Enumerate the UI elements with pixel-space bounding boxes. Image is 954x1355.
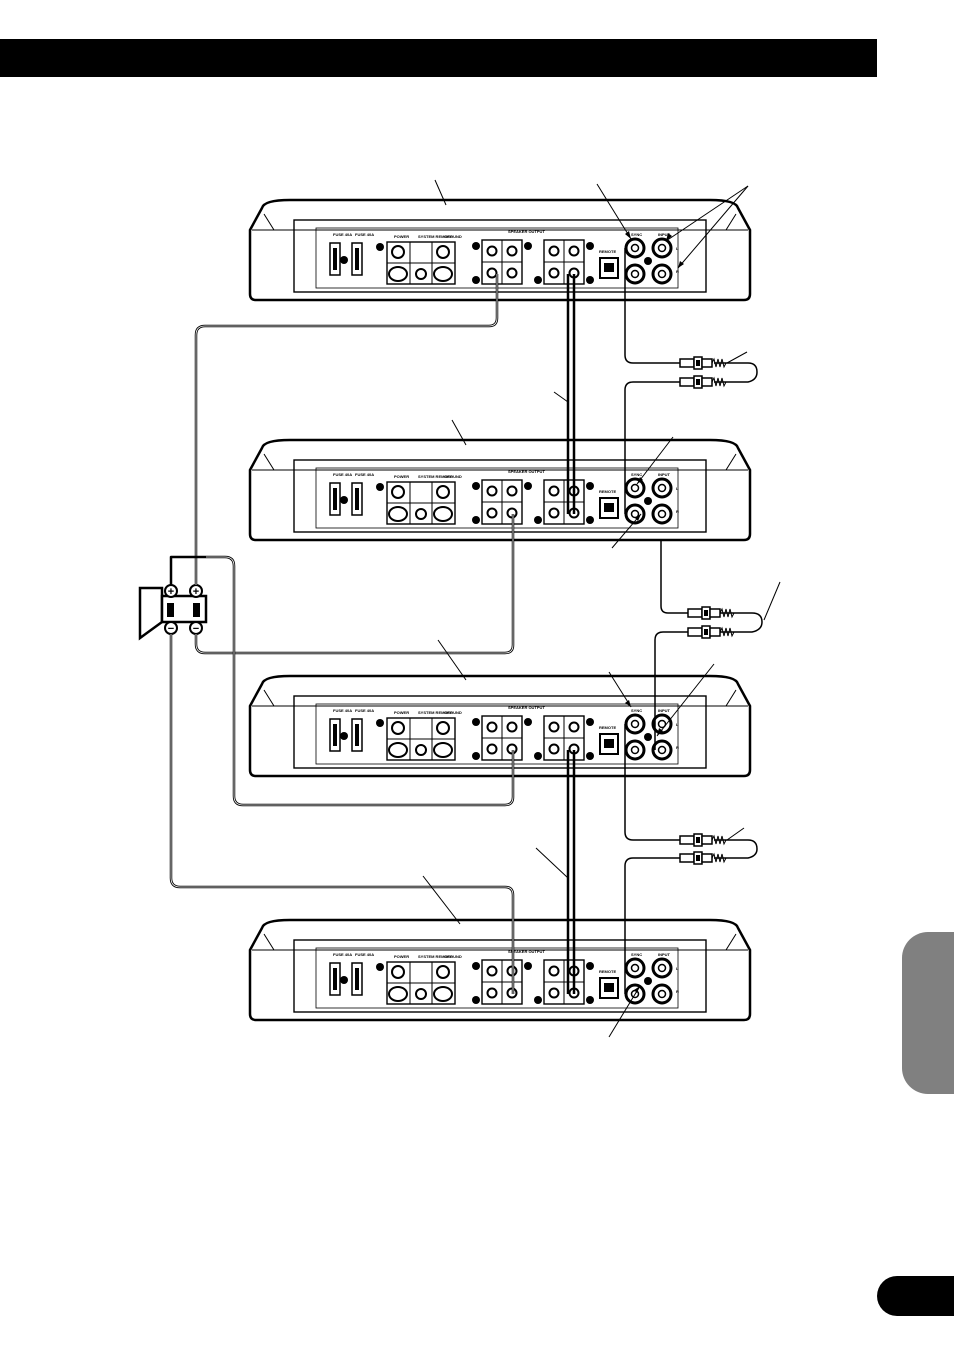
- amplifier-1: FUSE 40A FUSE 40A POWER SYSTEM REMOTE GR…: [248, 198, 752, 302]
- header-bar: [0, 39, 877, 77]
- amp4-fuse-label-2: FUSE 40A: [355, 952, 374, 957]
- amp3-r-label: R: [676, 745, 679, 750]
- amp1-l-label: L: [676, 246, 679, 251]
- plus-sign-2: +: [193, 586, 199, 598]
- minus-sign-1: −: [168, 623, 174, 635]
- amp2-system-remote-label: SYSTEM REMOTE: [418, 474, 453, 479]
- amp2-fuse-label: FUSE 40A: [333, 472, 352, 477]
- speaker-wires: [169, 274, 576, 994]
- amp2-speaker-output-label: SPEAKER OUTPUT: [508, 469, 545, 474]
- amplifier-2: FUSE 40A FUSE 40A POWER SYSTEM REMOTE GR…: [248, 438, 752, 542]
- rca-cables: [624, 248, 763, 994]
- amp4-remote-label: REMOTE: [599, 969, 616, 974]
- leader-arrowheads: [625, 231, 684, 993]
- amp4-l-label: L: [676, 966, 679, 971]
- amp4-system-remote-label: SYSTEM REMOTE: [418, 954, 453, 959]
- amp1-fuse-label-2: FUSE 40A: [355, 232, 374, 237]
- amp3-ground-label: GROUND: [444, 710, 462, 715]
- amplifier-3: FUSE 40A FUSE 40A POWER SYSTEM REMOTE GR…: [248, 674, 752, 778]
- amp1-sync-label: SYNC: [631, 232, 642, 237]
- amp3-power-label: POWER: [394, 710, 409, 715]
- amp2-l-label: L: [676, 486, 679, 491]
- amp2-r-label: R: [676, 509, 679, 514]
- amp3-l-label: L: [676, 722, 679, 727]
- amp1-ground-label: GROUND: [444, 234, 462, 239]
- amp2-fuse-label-2: FUSE 40A: [355, 472, 374, 477]
- amp2-ground-label: GROUND: [444, 474, 462, 479]
- speaker: + + − −: [138, 584, 208, 641]
- amp3-system-remote-label: SYSTEM REMOTE: [418, 710, 453, 715]
- amp3-remote-label: REMOTE: [599, 725, 616, 730]
- plus-sign-1: +: [168, 586, 174, 598]
- amp1-r-label: R: [676, 269, 679, 274]
- amp1-speaker-output-label: SPEAKER OUTPUT: [508, 229, 545, 234]
- amp1-fuse-label: FUSE 40A: [333, 232, 352, 237]
- amp1-power-label: POWER: [394, 234, 409, 239]
- leader-lines: [422, 179, 781, 1038]
- amp1-input-label: INPUT: [658, 232, 671, 237]
- amp4-ground-label: GROUND: [444, 954, 462, 959]
- amp2-power-label: POWER: [394, 474, 409, 479]
- amplifier-4: FUSE 40A FUSE 40A POWER SYSTEM REMOTE GR…: [248, 918, 752, 1022]
- amp4-input-label: INPUT: [658, 952, 671, 957]
- section-tab: [902, 932, 954, 1094]
- amp4-power-label: POWER: [394, 954, 409, 959]
- amp1-system-remote-label: SYSTEM REMOTE: [418, 234, 453, 239]
- amp2-sync-label: SYNC: [631, 472, 642, 477]
- amp4-r-label: R: [676, 989, 679, 994]
- amp2-remote-label: REMOTE: [599, 489, 616, 494]
- amp3-speaker-output-label: SPEAKER OUTPUT: [508, 705, 545, 710]
- page-number-pill: [877, 1276, 954, 1316]
- amp3-sync-label: SYNC: [631, 708, 642, 713]
- amp4-speaker-output-label: SPEAKER OUTPUT: [508, 949, 545, 954]
- amp4-sync-label: SYNC: [631, 952, 642, 957]
- amp2-input-label: INPUT: [658, 472, 671, 477]
- amp4-fuse-label: FUSE 40A: [333, 952, 352, 957]
- amp3-input-label: INPUT: [658, 708, 671, 713]
- minus-sign-2: −: [193, 623, 199, 635]
- amp3-fuse-label: FUSE 40A: [333, 708, 352, 713]
- amp1-remote-label: REMOTE: [599, 249, 616, 254]
- amp3-fuse-label-2: FUSE 40A: [355, 708, 374, 713]
